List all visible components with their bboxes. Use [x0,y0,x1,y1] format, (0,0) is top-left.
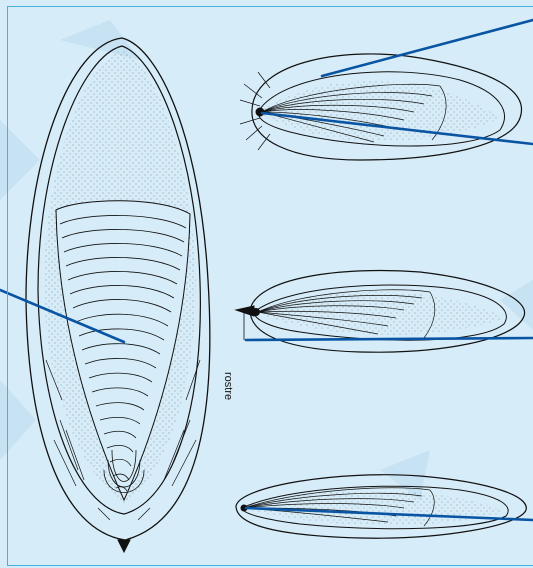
rostre-label: rostre [222,372,234,400]
figure-frame [7,6,533,566]
